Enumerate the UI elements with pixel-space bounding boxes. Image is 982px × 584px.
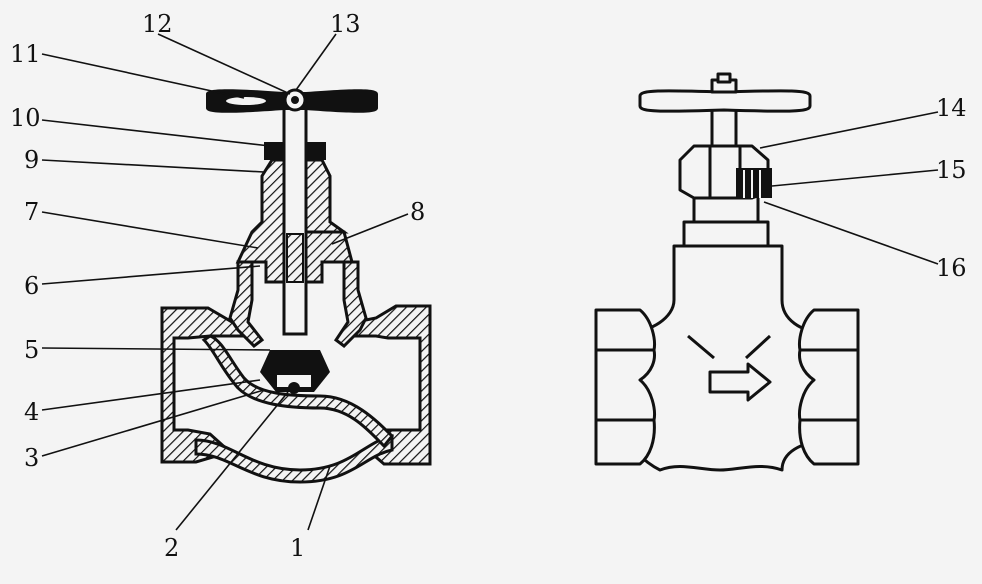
label-1: 1 xyxy=(290,534,305,562)
label-9: 9 xyxy=(24,146,39,174)
label-6: 6 xyxy=(24,272,39,300)
body-external xyxy=(628,244,824,472)
label-5: 5 xyxy=(24,336,39,364)
body-neck-right-section xyxy=(333,260,368,348)
label-8: 8 xyxy=(410,198,425,226)
label-15: 15 xyxy=(936,156,967,184)
handwheel-washer xyxy=(291,96,299,104)
handwheel-highlight xyxy=(226,97,266,105)
right-end-hex xyxy=(798,308,860,466)
label-10: 10 xyxy=(10,104,41,132)
flow-direction-arrow-icon xyxy=(708,362,772,402)
body-left-end-section xyxy=(160,306,246,464)
handwheel-top-bolt xyxy=(716,72,732,84)
spindle xyxy=(282,96,308,336)
label-11: 11 xyxy=(10,40,41,68)
bonnet-collar xyxy=(692,194,760,224)
label-14: 14 xyxy=(936,94,967,122)
label-12: 12 xyxy=(142,10,173,38)
label-7: 7 xyxy=(24,198,39,226)
handwheel-external xyxy=(638,89,812,113)
leader-lines xyxy=(41,33,939,531)
body-neck-left-section xyxy=(228,260,265,348)
external-view xyxy=(594,72,860,472)
body-seat-partition-section xyxy=(201,334,395,449)
sectional-view xyxy=(160,88,432,484)
valve-disc-nut xyxy=(288,382,300,394)
bonnet-external xyxy=(682,220,770,248)
packing-screw xyxy=(736,168,772,198)
label-4: 4 xyxy=(24,398,39,426)
bonnet-right-section xyxy=(304,158,349,234)
label-16: 16 xyxy=(936,254,967,282)
spindle-thread xyxy=(286,233,304,283)
label-3: 3 xyxy=(24,444,39,472)
left-end-hex xyxy=(594,308,656,466)
body-bottom-wall-section xyxy=(194,434,394,484)
label-13: 13 xyxy=(330,10,361,38)
label-2: 2 xyxy=(164,534,179,562)
callout-labels: 1 2 3 4 5 6 7 8 9 10 11 12 13 14 15 16 xyxy=(10,10,967,562)
